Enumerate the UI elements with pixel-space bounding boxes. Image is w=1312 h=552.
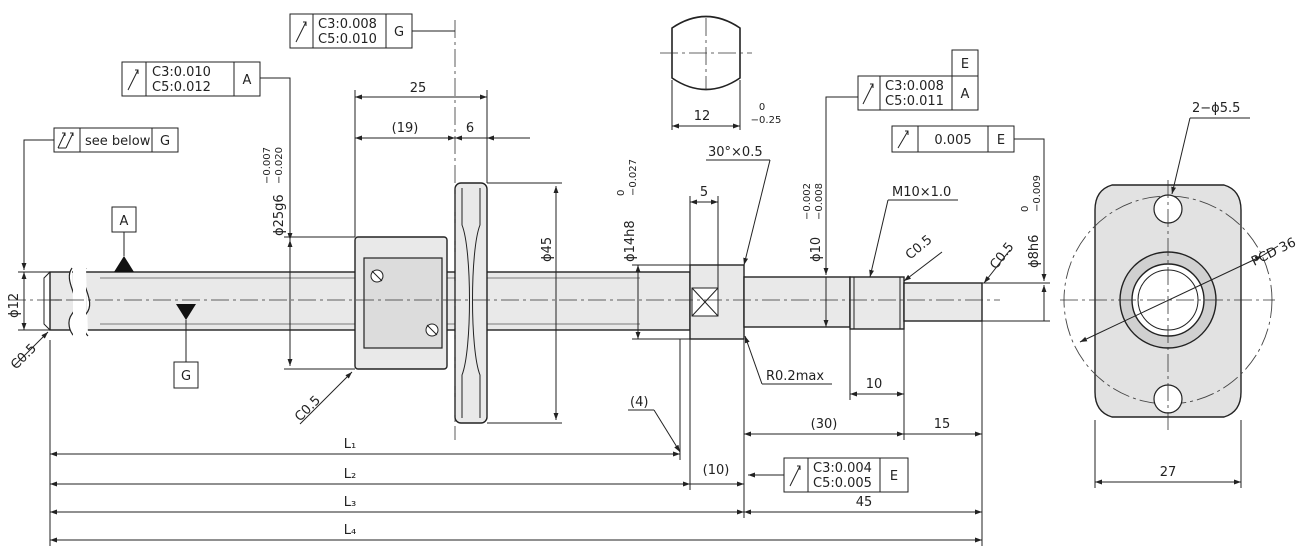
bearing-journal (689, 264, 983, 340)
frame-see-below: see below G (53, 127, 179, 153)
frame-a-l1: C3:0.010 (152, 65, 211, 80)
dim-phi25: ϕ25g6 (272, 194, 287, 236)
dim-phi10-low: −0.008 (814, 183, 825, 220)
frame-runout-e-bottom: C3:0.004 C5:0.005 E (783, 457, 909, 493)
shaft-end-section (660, 15, 752, 91)
dim-c05-nut: C0.5 (292, 393, 324, 425)
dim-15: 15 (934, 417, 951, 432)
dim-phi25-low: −0.020 (274, 147, 285, 184)
dim-chamfer-30: 30°×0.5 (708, 145, 763, 160)
dim-L4: L₄ (344, 523, 356, 538)
frame-ea-l1: C3:0.008 (885, 79, 944, 94)
dim-4: (4) (630, 395, 648, 410)
dim-phi14-low: −0.027 (628, 159, 639, 196)
frame-e-value: 0.005 (934, 133, 971, 148)
frame-a-l2: C5:0.012 (152, 80, 211, 95)
frame-runout-g-top: C3:0.008 C5:0.010 G (289, 13, 413, 49)
datum-g-label: G (181, 369, 191, 384)
dim-6: 6 (466, 121, 474, 136)
frame-ea-datum-top: E (961, 57, 969, 72)
dim-5: 5 (700, 185, 708, 200)
frame-g-l1: C3:0.008 (318, 17, 377, 32)
flange-end-view (1060, 180, 1279, 430)
dim-phi8-up: 0 (1020, 206, 1031, 212)
dim-phi12: ϕ12 (7, 293, 22, 318)
dim-45: 45 (856, 495, 873, 510)
frame-runout-e-single: 0.005 E (891, 125, 1015, 153)
dim-m10: M10×1.0 (892, 185, 951, 200)
nut-flange (454, 182, 488, 424)
dim-10: 10 (866, 377, 883, 392)
dim-c05-b: C0.5 (987, 240, 1017, 273)
frame-ea-l2: C5:0.011 (885, 94, 944, 109)
dim-phi10-up: −0.002 (802, 183, 813, 220)
frame-see-below-datum: G (160, 134, 170, 149)
dim-L3: L₃ (344, 495, 356, 510)
dim-phi25-up: −0.007 (262, 147, 273, 184)
dim-c05-left: C0.5 (8, 341, 40, 373)
dim-phi45: ϕ45 (540, 237, 555, 262)
frame-bottom-l1: C3:0.004 (813, 461, 872, 476)
frame-g-l2: C5:0.010 (318, 32, 377, 47)
dim-L2: L₂ (344, 467, 356, 482)
dim-phi8: ϕ8h6 (1027, 235, 1042, 268)
dim-10p: (10) (703, 463, 730, 478)
dim-phi10: ϕ10 (809, 237, 824, 262)
frame-bottom-datum: E (890, 469, 898, 484)
frame-g-datum: G (394, 25, 404, 40)
holes-label: 2−ϕ5.5 (1192, 101, 1240, 116)
dim-L1: L₁ (344, 437, 356, 452)
datum-a-marker: A (111, 206, 137, 272)
frame-e-datum: E (997, 133, 1005, 148)
frame-see-below-text: see below (85, 134, 151, 149)
dim-c05-a: C0.5 (903, 232, 935, 263)
frame-runout-a-left: C3:0.010 C5:0.012 A (121, 61, 261, 97)
pcd-label: PCD 36 (1249, 235, 1298, 269)
dim-25: 25 (410, 81, 427, 96)
dim-phi14-up: 0 (616, 190, 627, 196)
dim-phi8-low: −0.009 (1032, 175, 1043, 212)
dim-r02: R0.2max (766, 369, 824, 384)
dim-flat-tol-low: −0.25 (751, 115, 782, 126)
dim-27: 27 (1160, 465, 1177, 480)
dim-19: (19) (392, 121, 419, 136)
dim-phi14: ϕ14h8 (623, 220, 638, 262)
frame-ea-datum: A (961, 87, 970, 102)
dim-flat-12: 12 (694, 109, 711, 124)
dim-flat-tol-up: 0 (759, 102, 765, 113)
frame-bottom-l2: C5:0.005 (813, 476, 872, 491)
ball-nut (354, 236, 448, 370)
datum-g-marker: G (173, 304, 199, 389)
dim-30: (30) (811, 417, 838, 432)
datum-a-label: A (120, 214, 129, 229)
frame-runout-e-a: E C3:0.008 C5:0.011 A (857, 49, 979, 111)
frame-a-datum: A (243, 73, 252, 88)
